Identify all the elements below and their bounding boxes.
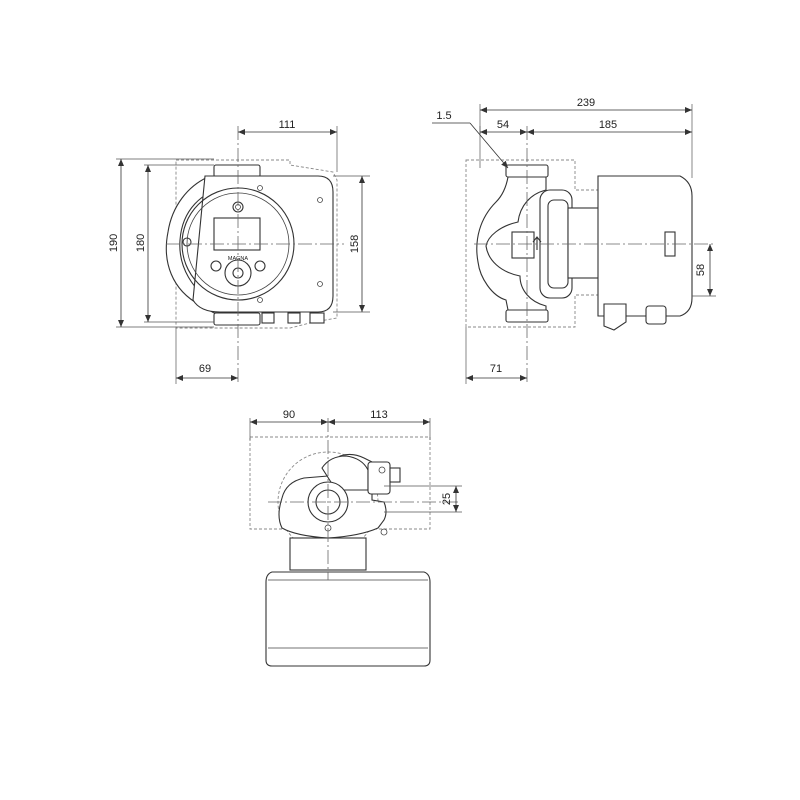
top-dim-113-label: 113 (370, 409, 388, 421)
front-view: MAGNA 111 190 180 158 (108, 119, 370, 384)
front-connector-3 (309, 312, 325, 324)
front-left-button (210, 260, 222, 272)
side-dim-185-label: 185 (599, 119, 617, 131)
side-plug-right (645, 305, 667, 325)
top-side-screw (380, 528, 388, 536)
front-bottom-flange (213, 312, 261, 326)
side-volute-body (476, 176, 547, 311)
top-terminal-plug (389, 467, 401, 483)
side-view: 239 54 185 1.5 58 71 (432, 97, 716, 384)
front-air-vent (182, 237, 192, 247)
front-screw-br (317, 281, 323, 287)
front-dim-190-label: 190 (108, 234, 120, 252)
top-dim-90-label: 90 (283, 409, 295, 421)
front-screw-tr (317, 197, 323, 203)
side-inlet-port (511, 231, 535, 259)
front-envelope (175, 159, 338, 329)
front-dim-69-label: 69 (199, 363, 211, 375)
front-display (213, 217, 261, 251)
top-dim-25-label: 25 (441, 493, 453, 505)
top-view: 90 113 25 (249, 409, 462, 667)
side-dim-58-label: 58 (695, 264, 707, 276)
side-motor-housing (597, 175, 693, 317)
top-motor-housing (265, 571, 431, 667)
front-screw-bl (257, 297, 263, 303)
side-dim-1-5-label: 1.5 (436, 110, 451, 122)
front-dim-158-label: 158 (349, 235, 361, 253)
top-terminal-screw (378, 466, 386, 474)
front-connector-2 (287, 312, 301, 324)
side-dim-54-label: 54 (497, 119, 509, 131)
side-dim-1-5-leader-diagonal (469, 122, 509, 169)
front-right-button (254, 260, 266, 272)
top-terminal-box (367, 461, 391, 495)
front-dim-111-label: 111 (279, 119, 296, 131)
front-top-flange (213, 164, 261, 178)
side-dim-239-label: 239 (577, 97, 595, 109)
front-screw-tl (257, 185, 263, 191)
side-plug-left (603, 303, 627, 331)
side-dim-71-label: 71 (490, 363, 502, 375)
front-dim-180-label: 180 (135, 234, 147, 252)
front-connector-1 (261, 312, 275, 324)
side-motor-neck (567, 207, 601, 279)
